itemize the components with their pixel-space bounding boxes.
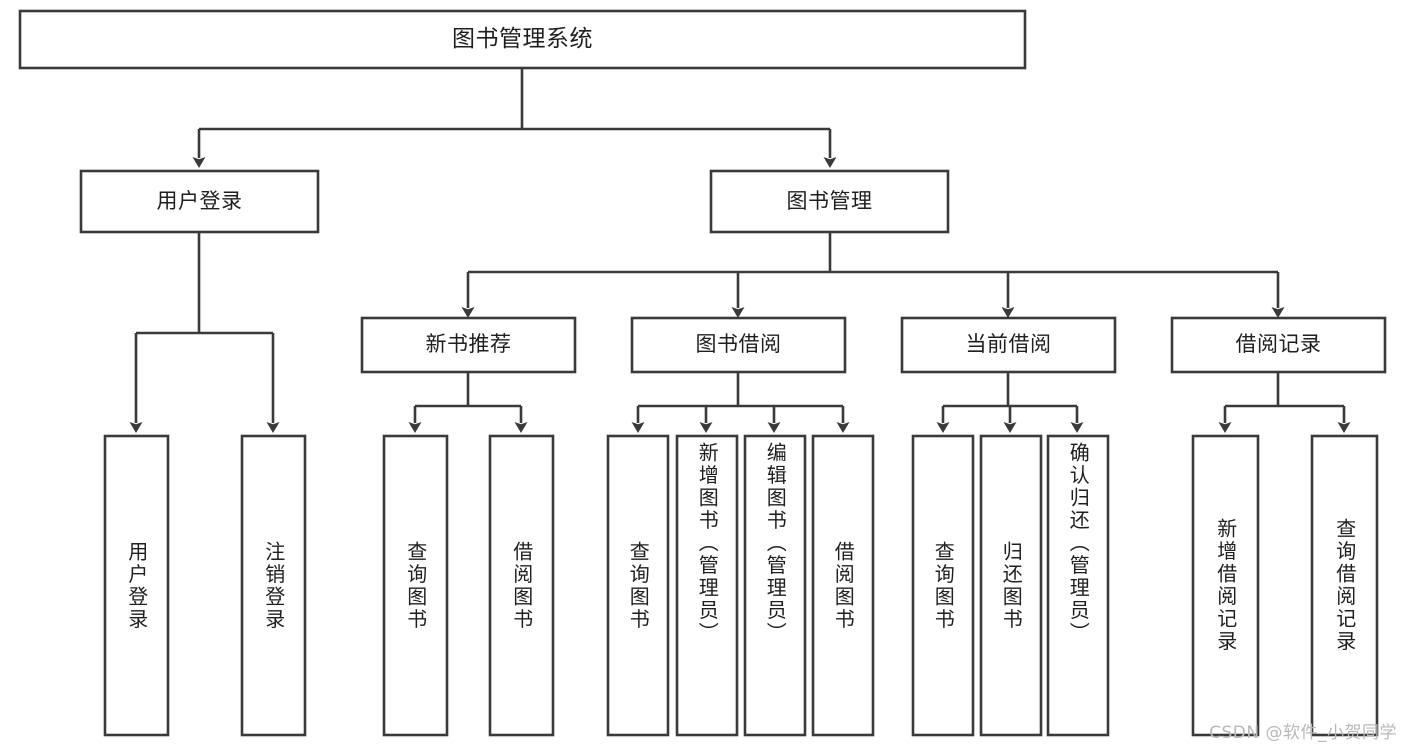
node-box-book-management[interactable] <box>709 169 950 234</box>
node-box-borrow-record[interactable] <box>1170 316 1387 374</box>
leaf-box-user-login-0[interactable] <box>103 434 170 737</box>
node-box-book-borrow[interactable] <box>630 316 847 374</box>
leaf-box-book-borrow-3[interactable] <box>811 434 875 737</box>
leaf-box-user-login-1[interactable] <box>240 434 307 737</box>
node-box-new-book-recommend[interactable] <box>360 316 577 374</box>
leaf-box-book-borrow-1[interactable] <box>675 434 739 737</box>
node-box-root[interactable] <box>18 9 1027 70</box>
leaf-box-new-book-1[interactable] <box>488 434 555 737</box>
leaf-box-current-borrow-1[interactable] <box>979 434 1043 737</box>
leaf-box-new-book-0[interactable] <box>382 434 449 737</box>
node-box-current-borrow[interactable] <box>900 316 1117 374</box>
leaf-box-book-borrow-2[interactable] <box>743 434 807 737</box>
leaf-box-current-borrow-2[interactable] <box>1046 434 1110 737</box>
leaf-box-borrow-record-0[interactable] <box>1191 434 1260 737</box>
node-box-user-login[interactable] <box>79 169 320 234</box>
leaf-box-borrow-record-1[interactable] <box>1310 434 1379 737</box>
csdn-watermark: CSDN @软件_小贺同学 <box>1209 723 1397 743</box>
leaf-box-book-borrow-0[interactable] <box>606 434 670 737</box>
leaf-box-current-borrow-0[interactable] <box>911 434 975 737</box>
